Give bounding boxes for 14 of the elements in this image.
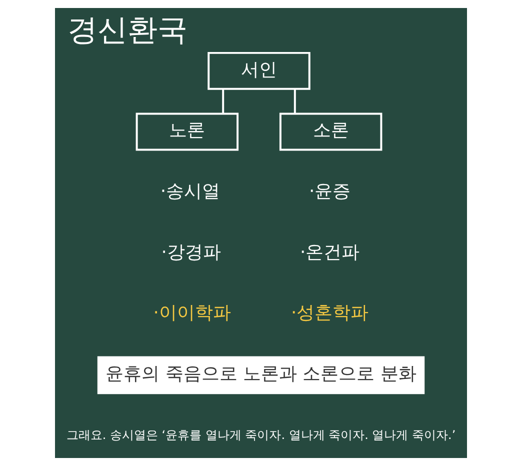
connector xyxy=(294,89,296,114)
label: ·성혼학파 xyxy=(290,302,369,324)
label: ·송시열 xyxy=(160,180,220,202)
node-box: 서인 xyxy=(208,52,310,90)
node-box: 소론 xyxy=(279,112,382,151)
label: 그래요. 송시열은 ‘윤휴를 열나게 죽이자. 열나게 죽이자. 열나게 죽이자.’ xyxy=(66,428,456,442)
label: ·강경파 xyxy=(161,242,222,263)
diagram-title: 경신환국 xyxy=(67,12,188,48)
label: ·윤증 xyxy=(308,180,351,202)
node-box: 노론 xyxy=(136,112,239,151)
label: ·이이학파 xyxy=(153,302,232,324)
connector xyxy=(222,89,224,114)
label: ·온건파 xyxy=(300,242,360,263)
node-box: 윤휴의 죽음으로 노론과 소론으로 분화 xyxy=(97,356,425,394)
